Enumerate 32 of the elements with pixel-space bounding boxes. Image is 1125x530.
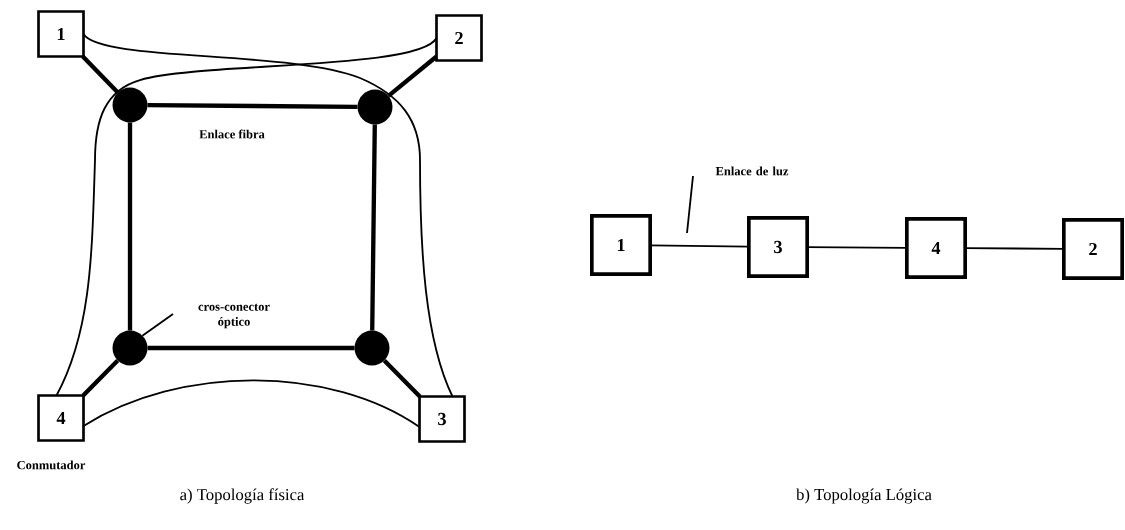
switch-box: 3 [418, 395, 466, 443]
switch-box: 4 [37, 394, 85, 442]
fiber-link [147, 103, 358, 110]
leader-line [686, 175, 694, 234]
node-caption: Conmutador [17, 460, 86, 470]
fiber-link [382, 358, 422, 399]
switch-box: 1 [590, 214, 652, 276]
cross-connector-dot [112, 330, 148, 366]
link-label: Enlace fibra [199, 129, 265, 139]
switch-box: 3 [747, 216, 809, 278]
switch-box: 1 [37, 10, 85, 58]
switch-box: 2 [1062, 218, 1124, 280]
light-path [649, 244, 750, 248]
light-path [806, 246, 908, 249]
figure-caption: b) Topología Lógica [796, 488, 932, 504]
fiber-link [370, 124, 377, 331]
fiber-link [127, 122, 133, 331]
cross-connector-dot [112, 87, 148, 123]
fiber-link [81, 55, 120, 94]
cross-connector-dot [357, 89, 393, 125]
leader-line [141, 313, 174, 337]
fiber-link [81, 358, 120, 398]
fiber-link [387, 54, 438, 98]
cross-connector-dot [354, 330, 390, 366]
switch-box: 4 [905, 217, 967, 279]
leader-label: Enlace de luz [715, 166, 789, 176]
switch-box: 2 [435, 14, 483, 62]
figure-caption: a) Topología física [180, 488, 305, 504]
fiber-link [147, 345, 355, 351]
light-path [82, 379, 421, 428]
light-path [964, 247, 1065, 250]
leader-label: cros-conector óptico [198, 303, 270, 329]
